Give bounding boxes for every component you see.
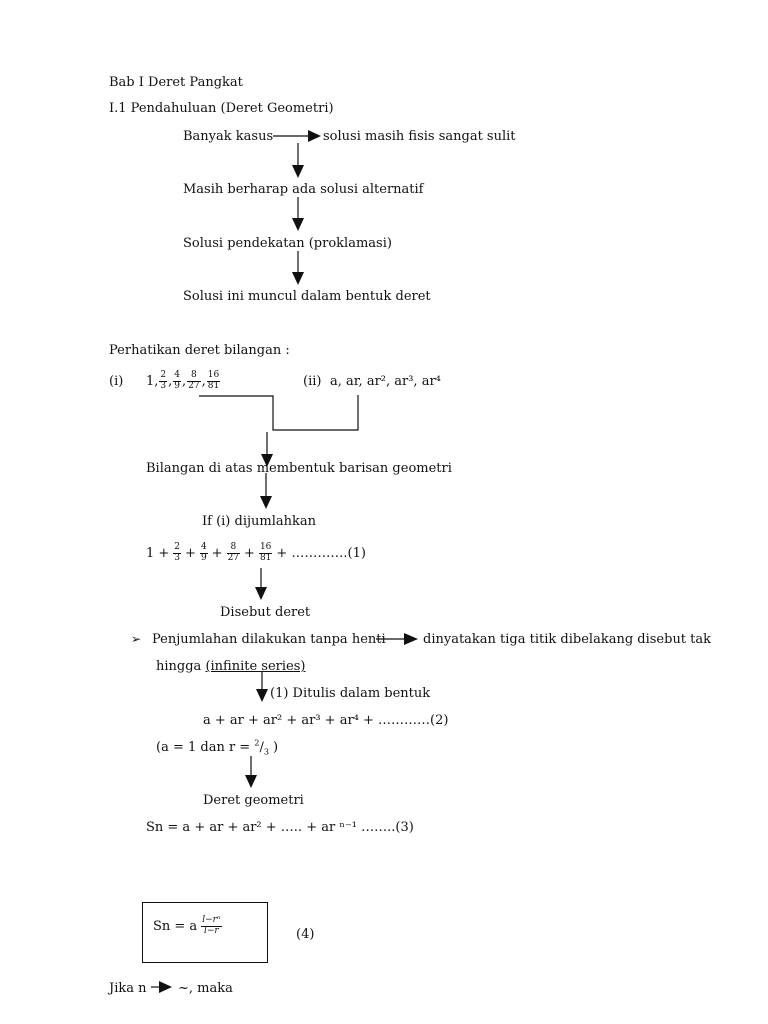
bullet-line2: hingga (infinite series) <box>156 660 305 673</box>
arrowhead-icon <box>308 130 321 142</box>
bullet-arrow-icon: ➢ <box>131 632 142 646</box>
arrowhead-icon <box>292 218 304 231</box>
connector-bracket <box>199 395 359 431</box>
flow1-step1-right: solusi masih fisis sangat sulit <box>323 129 516 144</box>
section-title: I.1 Pendahuluan (Deret Geometri) <box>109 101 334 116</box>
arrowhead-icon <box>245 775 257 788</box>
flow1-step4: Solusi ini muncul dalam bentuk deret <box>183 289 431 304</box>
params-suffix: ) <box>268 740 279 755</box>
params-prefix: (a = 1 dan r = <box>156 740 255 755</box>
bullet-text-left: Penjumlahan dilakukan tanpa henti <box>152 632 386 647</box>
geometric-progression-text: Bilangan di atas membentuk barisan geome… <box>146 461 452 476</box>
called-series-text: Disebut deret <box>220 605 311 620</box>
written-as-text: (1) Ditulis dalam bentuk <box>270 686 431 701</box>
if-summed-text: If (i) dijumlahkan <box>202 514 317 529</box>
arrowhead-icon <box>292 165 304 178</box>
sequence-ii: a, ar, ar², ar³, ar⁴ <box>330 374 441 389</box>
bullet-line2-prefix: hingga <box>156 659 202 674</box>
label-ii: (ii) <box>303 374 322 389</box>
arrowhead-icon <box>292 272 304 285</box>
params-frac-den: 3 <box>263 747 269 757</box>
params-frac-num: 2 <box>254 738 260 748</box>
sequence-i-first: 1, <box>146 373 159 389</box>
sn-formula-3: Sn = a + ar + ar² + ….. + ar ⁿ⁻¹ ……..(3) <box>146 820 414 835</box>
flow1-step1-left: Banyak kasus <box>183 129 274 144</box>
equation-label-4: (4) <box>296 927 315 942</box>
arrowhead-icon <box>404 633 418 645</box>
label-i: (i) <box>109 374 124 389</box>
sn-lhs: Sn = a <box>153 918 198 934</box>
arrowhead-icon <box>159 981 172 993</box>
sum-first-term: 1 + <box>146 545 170 561</box>
chapter-title: Bab I Deret Pangkat <box>109 75 243 90</box>
sequence-intro: Perhatikan deret bilangan : <box>109 343 290 358</box>
geometric-series-text: Deret geometri <box>203 793 304 808</box>
jika-prefix: Jika n <box>109 981 147 996</box>
params-text: (a = 1 dan r = 2/3 ) <box>156 738 279 757</box>
infinite-series-term: (infinite series) <box>205 659 306 674</box>
jika-suffix: ~, maka <box>178 981 233 996</box>
bullet-text-right: dinyatakan tiga titik dibelakang disebut… <box>423 632 712 647</box>
formula-box <box>142 902 268 963</box>
arrowhead-icon <box>260 496 272 509</box>
series-expression-2: a + ar + ar² + ar³ + ar⁴ + …………(2) <box>203 713 449 728</box>
flow1-step2: Masih berharap ada solusi alternatif <box>183 182 424 197</box>
flow1-step3: Solusi pendekatan (proklamasi) <box>183 236 392 251</box>
sum-tail: + ………….(1) <box>276 545 366 561</box>
arrowhead-icon <box>256 689 268 702</box>
arrowhead-icon <box>255 587 267 600</box>
